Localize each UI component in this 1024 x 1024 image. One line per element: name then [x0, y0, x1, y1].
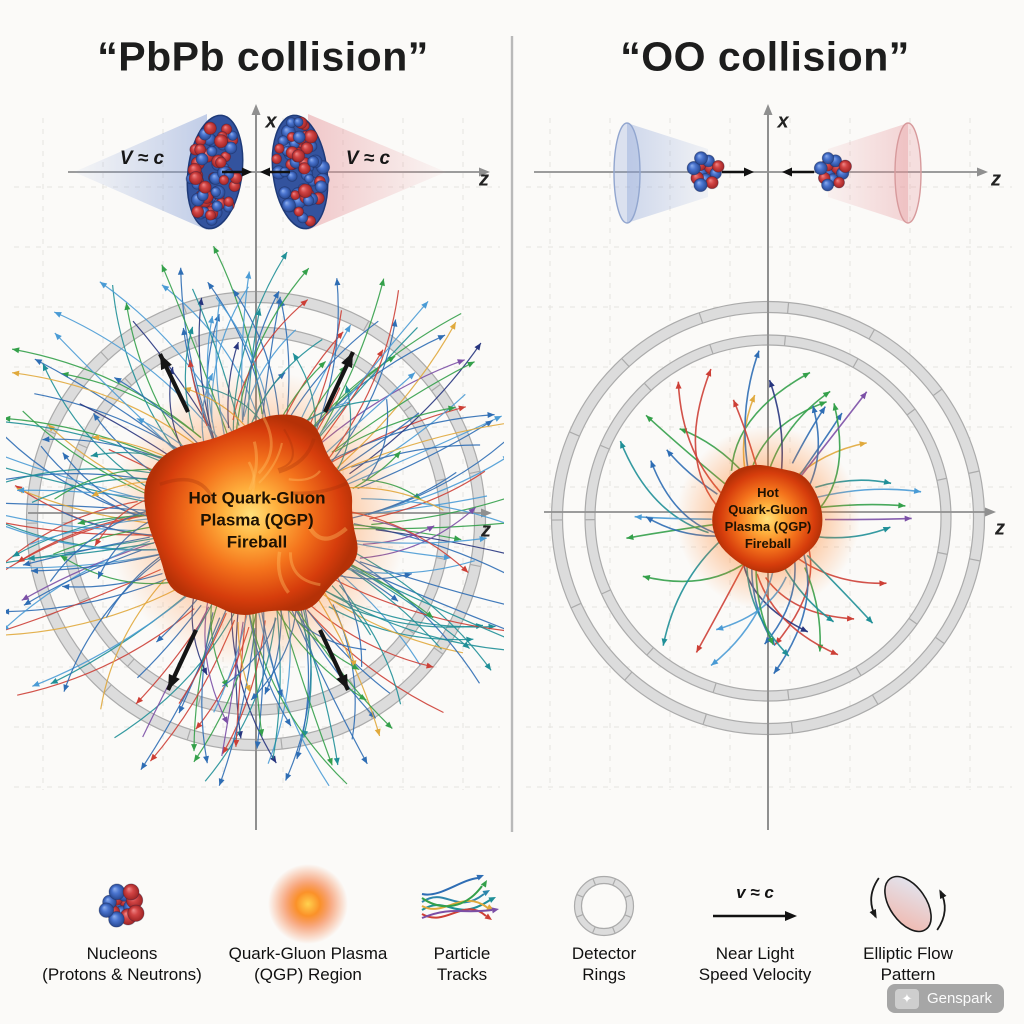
velocity-label-left: V ≈ c [119, 148, 165, 169]
qgp-blob-icon [268, 864, 348, 944]
watermark-label: Genspark [926, 990, 992, 1007]
legend-item-label: Particle [433, 944, 491, 963]
legend-item-label: (Protons & Neutrons) [42, 964, 202, 984]
x-axis-label-right: x [777, 110, 789, 133]
x-axis-label-left: x [265, 110, 277, 133]
right-panel-title: “OO collision” [620, 33, 910, 80]
velocity-label-right: V ≈ c [345, 148, 391, 169]
oxygen-nucleus-left [686, 151, 725, 193]
watermark-badge: ✦ Genspark [886, 984, 1004, 1013]
legend-item-label: Detector [571, 944, 637, 963]
beam-cone-pink [828, 123, 908, 223]
particle-tracks-icon [421, 874, 499, 920]
legend-item-nucleons: Nucleons(Protons & Neutrons) [42, 944, 202, 985]
fireball-label-line: Fireball [744, 535, 792, 551]
legend-item-label: Near Light [715, 944, 795, 963]
velocity-arrow-icon: v ≈ c [713, 883, 797, 921]
fireball-label-line: Fireball [226, 531, 288, 551]
legend-item-label: Nucleons [86, 944, 158, 963]
legend-item-label: Quark-Gluon Plasma [228, 944, 388, 963]
z-axis-label-left-main: z [481, 519, 491, 542]
fireball-label-line: Hot [757, 485, 779, 501]
z-axis-label-left-top: z [479, 168, 489, 191]
z-axis-label-right-top: z [991, 168, 1001, 191]
fireball-label-line: Plasma (QGP) [200, 510, 314, 530]
legend-item-label: Rings [582, 964, 626, 984]
left-panel-title: “PbPb collision” [97, 33, 429, 80]
svg-text:v ≈ c: v ≈ c [736, 883, 774, 902]
qgp-fireball-left [107, 370, 407, 670]
elliptic-flow-arrows [158, 351, 355, 691]
fireball-label-line: Plasma (QGP) [724, 519, 812, 534]
oxygen-nucleus-right [813, 151, 852, 192]
nucleus-cluster-icon [98, 883, 145, 928]
approaching-nuclei-left-panel [74, 114, 446, 230]
fireball-label-line: Quark-Gluon [728, 502, 808, 518]
beam-cone-blue [74, 114, 207, 230]
lead-nucleus [185, 114, 244, 230]
elliptic-flow-icon [869, 875, 947, 933]
beam-cone-blue [627, 123, 708, 223]
legend-item-label: Pattern [880, 964, 936, 984]
approach-arrows [222, 167, 814, 177]
legend-item-qgp-region: Quark-Gluon Plasma(QGP) Region [229, 944, 388, 985]
legend-item-label: Speed Velocity [698, 964, 812, 984]
legend-item-label: Elliptic Flow [863, 944, 953, 963]
legend-item-label: (QGP) Region [254, 964, 362, 984]
lead-nucleus [271, 114, 331, 230]
z-axis-label-right-main: z [995, 517, 1005, 540]
sparkle-icon: ✦ [894, 988, 919, 1009]
fireball-label-line: Hot Quark-Gluon [188, 488, 326, 508]
beam-cone-pink [308, 114, 446, 230]
legend-item-label: Tracks [436, 964, 488, 984]
approaching-nuclei-right-panel [613, 122, 922, 224]
qgp-fireball-right [676, 426, 860, 610]
detector-ring-icon [573, 875, 635, 937]
